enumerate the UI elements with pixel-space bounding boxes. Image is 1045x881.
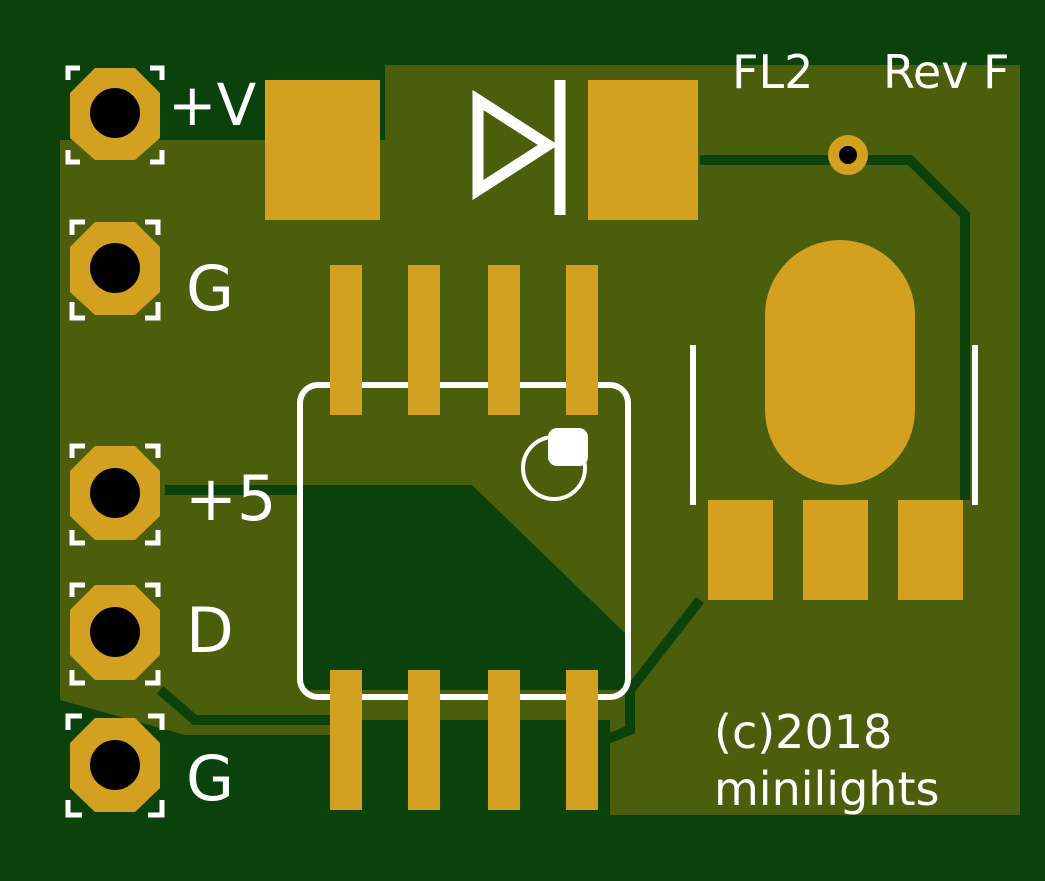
regulator-pads xyxy=(708,500,963,600)
ic-pin-7[interactable] xyxy=(408,265,440,415)
diode-symbol xyxy=(472,80,566,215)
pad-label-gnd-2: G xyxy=(186,742,234,815)
board-name: FL2 xyxy=(732,45,813,99)
pad-label-data: D xyxy=(186,594,234,667)
ic-pin-1[interactable] xyxy=(330,670,362,810)
pad-label-vplus: +V xyxy=(168,71,257,139)
copper-isolation xyxy=(300,490,625,690)
pad-data[interactable] xyxy=(70,585,160,680)
ic-pin1-circle xyxy=(521,435,587,501)
diode-pad-cathode[interactable] xyxy=(588,80,698,220)
ic-pin-4[interactable] xyxy=(566,670,598,810)
regulator-pin-2[interactable] xyxy=(803,500,868,600)
regulator-pad-large[interactable] xyxy=(765,240,915,485)
pad-5v[interactable] xyxy=(70,446,160,540)
ic-pads-bottom xyxy=(330,670,598,810)
ic-pads-top xyxy=(330,265,598,415)
pad-vplus[interactable] xyxy=(70,68,160,160)
traces xyxy=(156,155,970,745)
header-pads xyxy=(70,68,160,812)
regulator-pin-3[interactable] xyxy=(898,500,963,600)
ic-pin-8[interactable] xyxy=(330,265,362,415)
copyright-text: (c)2018 xyxy=(714,705,892,759)
maker-text: minilights xyxy=(714,762,939,816)
header-outline-marks xyxy=(65,65,165,818)
ic-pin-3[interactable] xyxy=(488,670,520,810)
via xyxy=(828,135,868,175)
ic-pin-2[interactable] xyxy=(408,670,440,810)
ic-outline xyxy=(297,382,631,700)
ic-pin-6[interactable] xyxy=(488,265,520,415)
board-revision: Rev F xyxy=(883,45,1010,99)
diode-pad-anode[interactable] xyxy=(265,80,380,220)
pad-label-gnd-1: G xyxy=(186,252,234,325)
pad-gnd-2[interactable] xyxy=(70,718,160,812)
ic-pin-5[interactable] xyxy=(566,265,598,415)
pad-label-5v: +5 xyxy=(185,462,276,535)
pad-gnd-1[interactable] xyxy=(70,222,160,315)
regulator-pin-1[interactable] xyxy=(708,500,773,600)
